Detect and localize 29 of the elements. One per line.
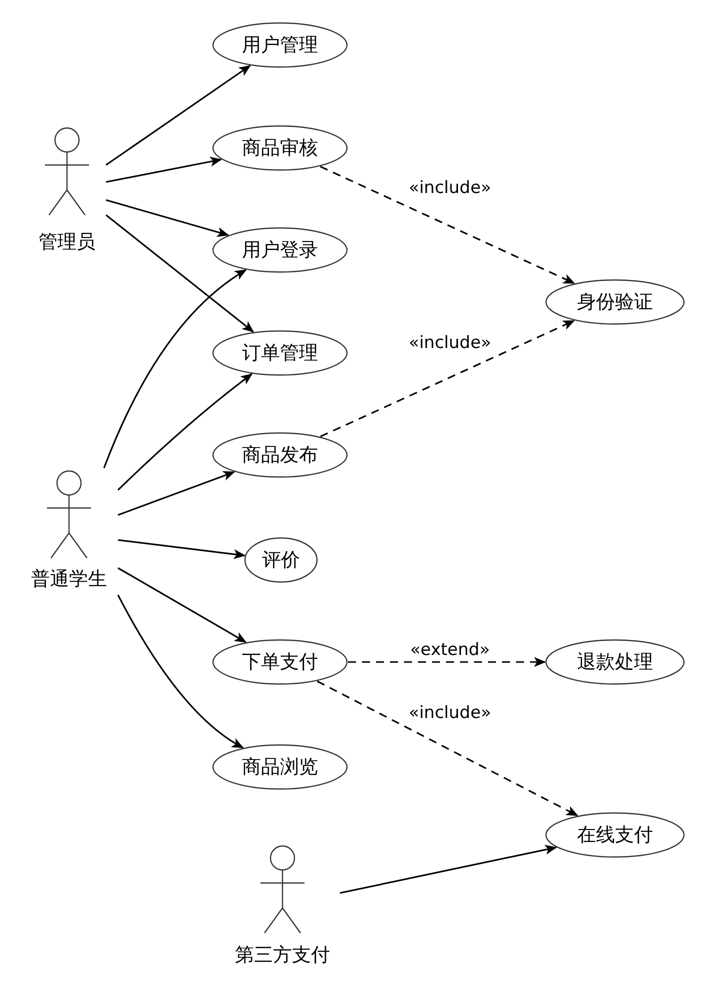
arrow	[106, 214, 254, 332]
use-case-ellipse: 商品审核	[212, 125, 348, 171]
dashed-arrow	[316, 680, 578, 816]
actor-name: 管理员	[38, 230, 96, 255]
use-case-ellipse: 商品发布	[212, 432, 348, 478]
actor-name: 第三方支付	[234, 943, 331, 968]
actor-name: 普通学生	[30, 567, 108, 592]
use-case-ellipse: 评价	[244, 537, 318, 583]
dashed-arrow	[320, 320, 576, 438]
arrow	[106, 156, 222, 183]
use-case-ellipse: 订单管理	[212, 330, 348, 376]
use-case-ellipse: 商品浏览	[212, 744, 348, 790]
arrow	[340, 844, 558, 894]
dashed-arrow	[348, 657, 546, 667]
use-case-ellipse: 用户管理	[212, 22, 348, 68]
arrow	[117, 373, 253, 491]
arrow	[103, 269, 247, 468]
arrow	[106, 199, 230, 237]
arrow	[118, 539, 246, 560]
dashed-arrow	[320, 166, 576, 284]
arrow	[118, 471, 236, 516]
use-case-ellipse: 用户登录	[212, 227, 348, 273]
arrow	[117, 594, 244, 748]
use-case-ellipse: 下单支付	[212, 639, 348, 685]
use-case-ellipse: 在线支付	[545, 812, 685, 858]
arrow	[106, 65, 251, 166]
arrow	[118, 567, 247, 643]
use-case-ellipse: 身份验证	[545, 279, 685, 325]
use-case-ellipse: 退款处理	[545, 639, 685, 685]
